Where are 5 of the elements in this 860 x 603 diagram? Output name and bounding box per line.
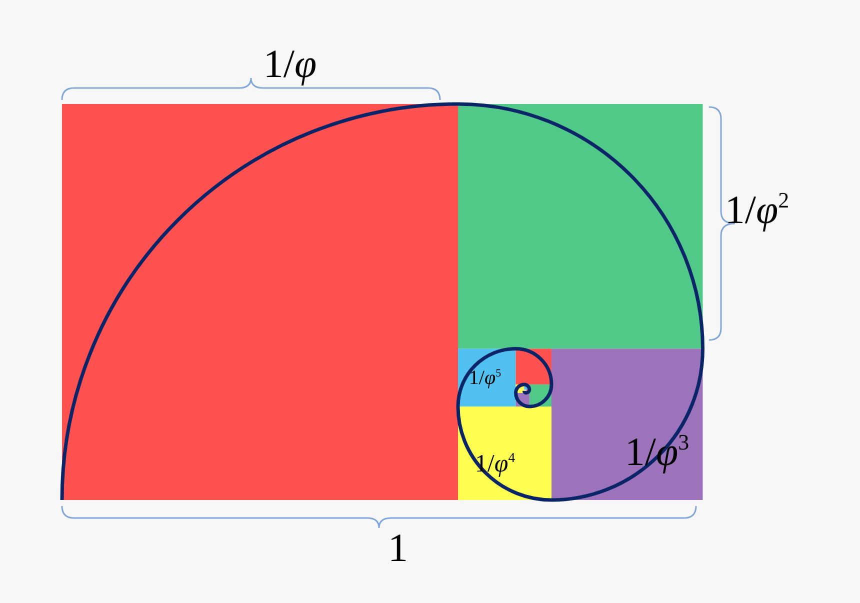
dimension-label: 1/φ$^{5}$: [468, 368, 502, 388]
dimension-label: 1/φ$^{4}$: [474, 452, 516, 476]
dimension-label: 1/φ$^{2}$: [724, 190, 790, 230]
dimension-label: 1/φ: [263, 44, 317, 84]
dimension-label: 1: [388, 528, 408, 568]
